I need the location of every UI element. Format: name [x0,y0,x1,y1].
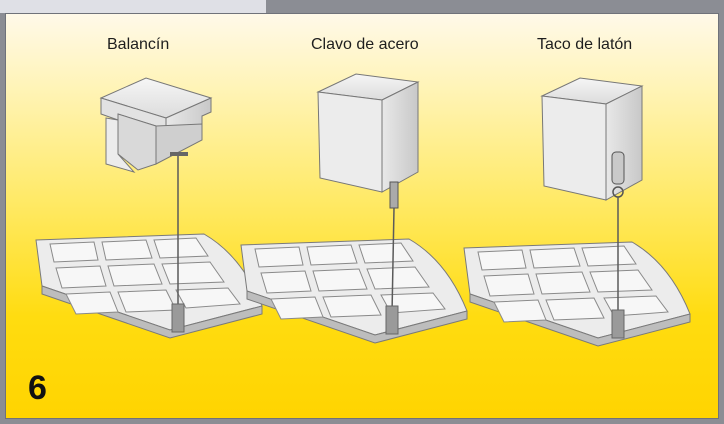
figure-number: 6 [28,369,47,407]
steel-nail-wire [391,207,395,315]
steel-nail-block [316,73,420,209]
steel-nail-anchor [385,305,399,335]
caption-steel-nail: Clavo de acero [311,36,419,53]
caption-rocker: Balancín [107,36,170,53]
assembly-illustration [35,73,691,347]
brass-dowel-anchor [611,309,625,339]
tray-middle [240,238,468,344]
tray-left [35,233,263,339]
brass-dowel-block [540,77,644,201]
rocker-block [99,77,213,173]
illustration-panel: Balancín Clavo de acero Taco de latón 6 [5,13,719,419]
header-tab [0,0,266,13]
caption-brass-dowel: Taco de latón [537,36,633,53]
rocker-anchor [171,303,185,333]
tray-right [463,241,691,347]
